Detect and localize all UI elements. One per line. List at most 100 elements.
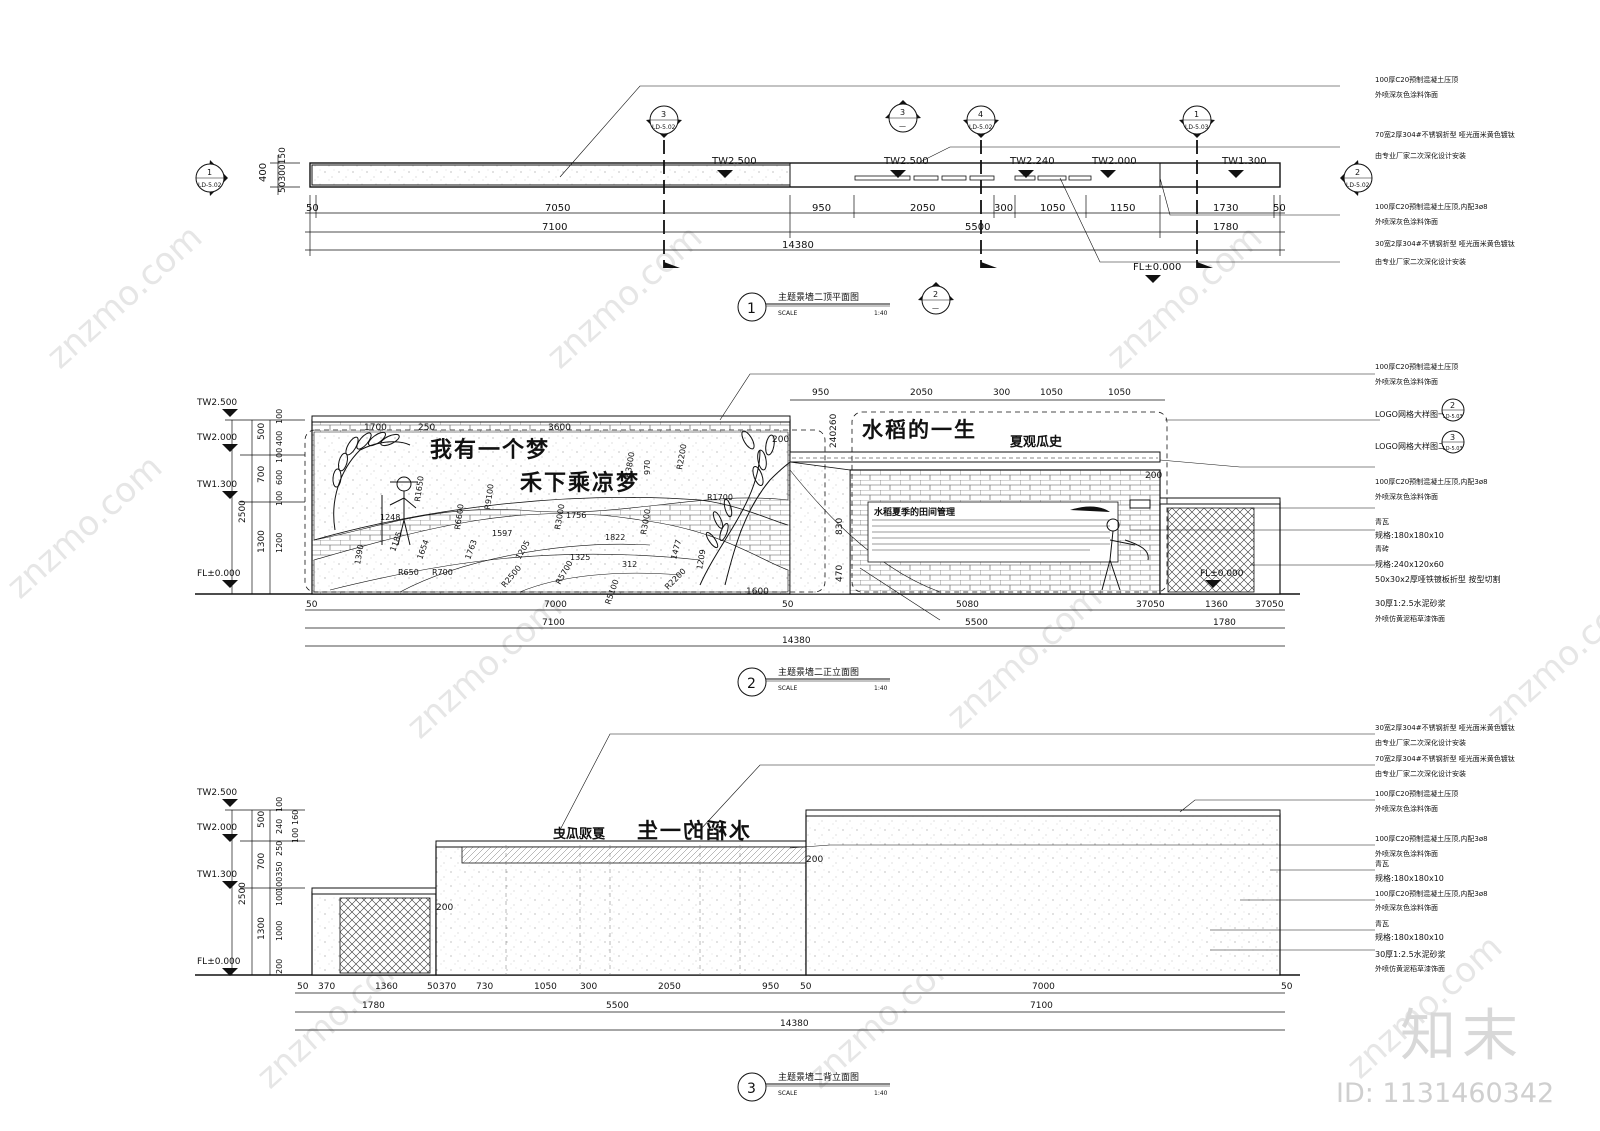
radius-label: 1597 xyxy=(492,529,512,538)
panel-icon xyxy=(1129,499,1151,509)
dim: 100 xyxy=(275,891,284,906)
dim: 200 xyxy=(806,855,823,865)
note: 100厚C20预制混凝土压顶 xyxy=(1375,75,1458,84)
svg-text:LD-5.02: LD-5.02 xyxy=(969,124,993,131)
radius-label: R700 xyxy=(432,568,453,577)
dim: 7000 xyxy=(544,600,567,610)
dim: 500 xyxy=(257,423,267,440)
note: 外喷深灰色涂料饰面 xyxy=(1375,217,1438,226)
dim: 1050 xyxy=(534,982,557,992)
dim: 5500 xyxy=(606,1001,629,1011)
radius-label: 1325 xyxy=(570,553,590,562)
svg-text:4: 4 xyxy=(978,110,983,119)
note: 青瓦 xyxy=(1375,859,1389,868)
dim: 1780 xyxy=(1213,618,1236,628)
watermark-text: znzmo.com xyxy=(1479,577,1600,737)
section-marker: 1 LD-5.03 xyxy=(1179,105,1215,138)
drawing-title: 主题景墙二背立面图 xyxy=(778,1071,859,1083)
dim: 7000 xyxy=(1032,982,1055,992)
dim-total: 14380 xyxy=(782,240,814,251)
dim: 300 xyxy=(994,203,1013,214)
drawing-title: 主题景墙二顶平面图 xyxy=(778,291,859,303)
note: 70宽2厚304#不锈钢折型 哑光面米黄色镀钛 xyxy=(1375,130,1515,139)
dim: 1730 xyxy=(1213,203,1238,214)
field-stucco xyxy=(313,513,789,593)
section-marker: 3 — xyxy=(885,100,921,133)
dim: 5500 xyxy=(965,618,988,628)
back-dims-text: 200 200 50 370 1360 50 370 730 1050 300 … xyxy=(196,788,1293,1029)
logo-outline xyxy=(851,411,1168,593)
dim: 5500 xyxy=(965,222,990,233)
note: 规格:180x180x10 xyxy=(1375,873,1444,883)
note: 外喷深灰色涂料饰面 xyxy=(1375,804,1438,813)
dim: 240260 xyxy=(829,413,839,448)
dim: 950 xyxy=(762,982,779,992)
radius-label: R3000 xyxy=(639,508,652,535)
level-mark: TW1.300 xyxy=(196,870,237,880)
dim: 37050 xyxy=(1255,600,1284,610)
leader xyxy=(719,373,1375,421)
back-right-block xyxy=(805,813,1281,976)
note: 由专业厂家二次深化设计安装 xyxy=(1375,769,1466,778)
leader xyxy=(699,764,1375,831)
watermark-text: znzmo.com xyxy=(539,217,710,377)
leader xyxy=(559,733,1375,831)
wave-line xyxy=(313,497,789,541)
dim: 5080 xyxy=(956,600,979,610)
back-mirrored-title: 水稻的一生 夏观瓜史 xyxy=(552,819,750,843)
note: 由专业厂家二次深化设计安装 xyxy=(1375,151,1466,160)
watermark-text: znzmo.com xyxy=(1099,217,1270,377)
dim: 1360 xyxy=(1205,600,1228,610)
front-level-triangles xyxy=(222,409,1221,588)
scale-value: 1:40 xyxy=(874,310,888,317)
svg-text:LD-5.03: LD-5.03 xyxy=(1443,414,1463,420)
level-mark: TW2.500 xyxy=(711,156,757,167)
dim: 470 xyxy=(835,565,845,582)
note: 青瓦 xyxy=(1375,919,1389,928)
plan-letter-strips xyxy=(854,175,1092,181)
plan-section-cuts xyxy=(663,140,1198,268)
section-marker: 2 LD-5.02 xyxy=(1340,160,1373,196)
note: 30宽2厚304#不锈钢折型 哑光面米黄色镀钛 xyxy=(1375,723,1515,732)
svg-text:3: 3 xyxy=(661,110,666,119)
back-middle-band xyxy=(461,846,807,864)
back-left-coping xyxy=(311,887,437,895)
dim: 200 xyxy=(1145,471,1162,481)
dim: 50 xyxy=(800,982,812,992)
dim: 370 xyxy=(439,982,456,992)
dim: 1780 xyxy=(362,1001,385,1011)
plan-leader xyxy=(559,85,1340,178)
dim: 100 xyxy=(291,828,300,843)
dim: 1050 xyxy=(1040,388,1063,398)
dim: 7100 xyxy=(542,618,565,628)
radius-label: 1390 xyxy=(353,544,365,566)
back-dim-lines xyxy=(225,809,1285,1031)
radius-label: R3800 xyxy=(623,451,636,478)
dim: 100350 xyxy=(275,861,284,892)
plan-left-coping xyxy=(311,164,791,186)
leader xyxy=(1159,459,1375,468)
note: 70宽2厚304#不锈钢折型 哑光面米黄色镀钛 xyxy=(1375,754,1515,763)
dim: 100 xyxy=(275,409,284,424)
note: 100厚C20预制混凝土压顶 xyxy=(1375,789,1458,798)
panel-heading: 水稻夏季的田间管理 xyxy=(874,506,955,518)
note: 30厚1:2.5水泥砂浆 xyxy=(1375,598,1446,608)
dim-total: 14380 xyxy=(780,1019,809,1029)
dim: 950 xyxy=(812,203,831,214)
leader xyxy=(1179,799,1375,813)
dim: 2050 xyxy=(658,982,681,992)
wave-line xyxy=(519,572,681,593)
farmer-spraying xyxy=(1101,518,1149,591)
svg-text:—: — xyxy=(899,122,906,130)
svg-text:3: 3 xyxy=(900,108,905,117)
detail-marker: 3 LD-5.03 xyxy=(1441,430,1465,454)
back-middle-block xyxy=(435,844,807,976)
dim: 240 xyxy=(275,819,284,834)
logo-ref-markers: 2 LD-5.03 3 LD-5.03 xyxy=(1441,398,1465,454)
panel-title: 水稻的一生 xyxy=(862,418,977,442)
back-elevation xyxy=(195,733,1375,1031)
dim: 2500 xyxy=(238,500,248,523)
logo-ref: LOGO网格大样图一 xyxy=(1375,409,1446,419)
dim: 1150 xyxy=(1110,203,1135,214)
dim: 1700 xyxy=(364,423,387,433)
